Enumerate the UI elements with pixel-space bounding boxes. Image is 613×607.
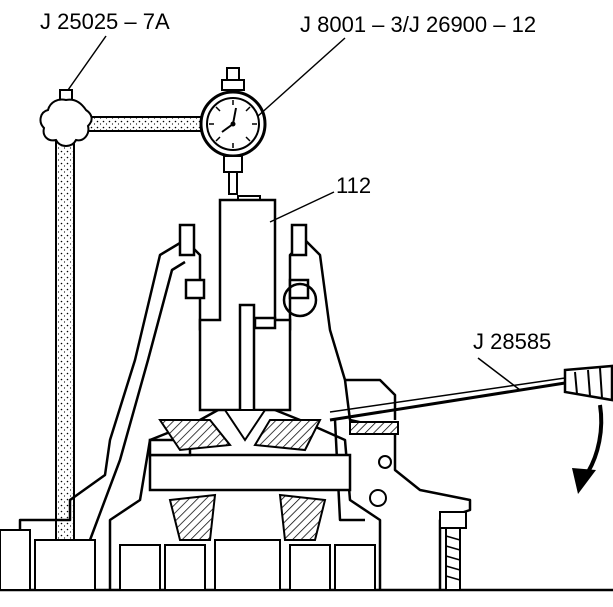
knob xyxy=(39,89,93,147)
bolt xyxy=(439,511,467,591)
leader-lines xyxy=(67,35,521,391)
dial-indicator xyxy=(199,67,267,173)
part-number-label: 112 xyxy=(336,173,372,198)
gage-bar-label: J 25025 – 7A xyxy=(40,9,170,34)
rotation-arrow xyxy=(572,404,604,494)
shaft xyxy=(148,198,352,492)
bearing-assembly xyxy=(0,455,392,591)
pry-tool xyxy=(329,364,613,435)
pry-tool-label: J 28585 xyxy=(473,329,552,354)
pinion-gears xyxy=(158,409,327,541)
dial-indicator-label: J 8001 – 3/J 26900 – 12 xyxy=(300,12,537,37)
